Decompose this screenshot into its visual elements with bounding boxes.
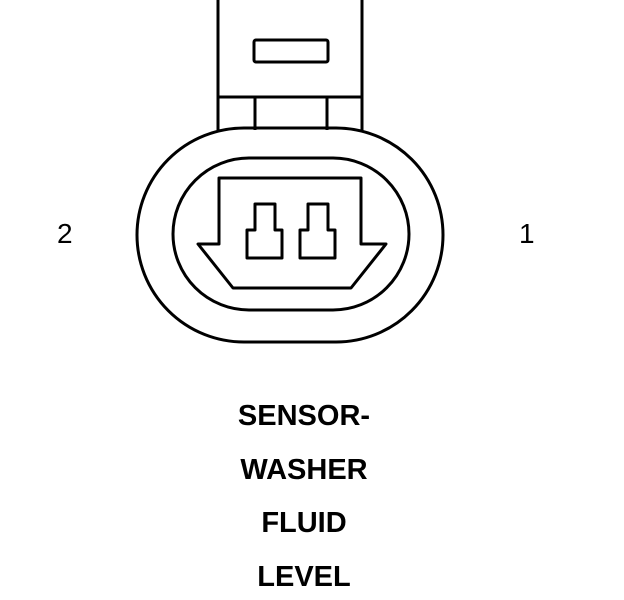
pin-2-label: 2 [57, 218, 73, 249]
latch-slot [252, 38, 330, 64]
connector-inner-shell [171, 156, 411, 312]
connector-outer-shell [135, 126, 445, 344]
locking-tab-housing [216, 0, 364, 130]
terminal-cavity [196, 176, 388, 290]
caption-line-3: FLUID [261, 507, 347, 539]
pin-1-terminal [298, 202, 337, 260]
pin-2-terminal [245, 202, 284, 260]
caption-line-4: LEVEL [257, 560, 351, 593]
connector-caption: SENSOR- WASHER FLUID LEVEL [0, 394, 608, 600]
caption-line-2: WASHER [240, 453, 368, 486]
caption-line-1: SENSOR- [237, 400, 371, 432]
pin-1-label: 1 [519, 218, 535, 249]
